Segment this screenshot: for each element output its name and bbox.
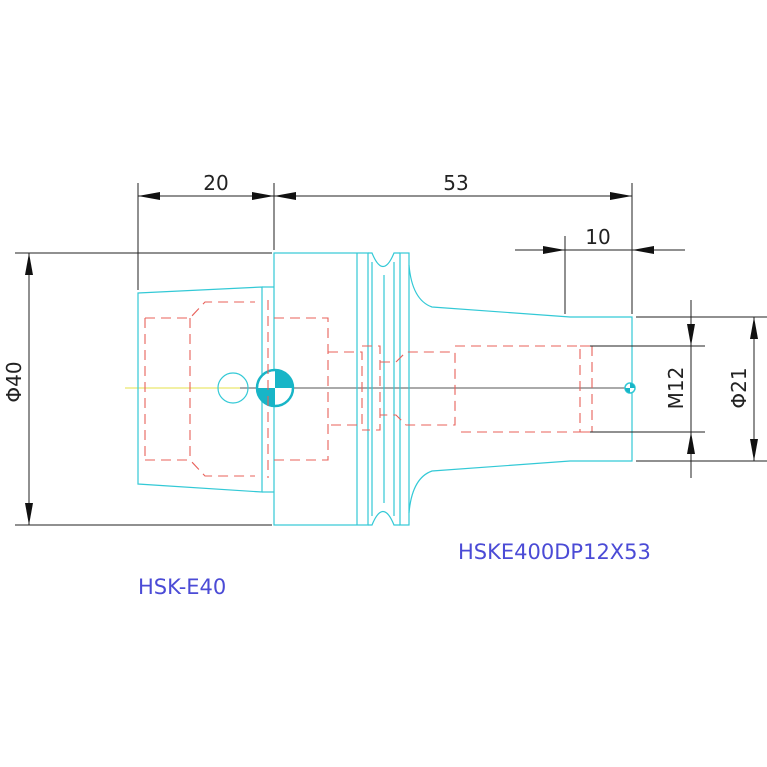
dim-thread: M12 (664, 367, 688, 410)
part-number-label: HSKE400DP12X53 (458, 540, 651, 564)
dimension-lines (15, 183, 767, 526)
datum-target-icon (255, 368, 295, 408)
dim-length-right: 10 (585, 225, 610, 249)
dimension-arrows (25, 192, 758, 525)
interface-label: HSK-E40 (138, 575, 226, 599)
dim-diameter-shank: Φ21 (727, 367, 751, 408)
part-outline (137, 252, 633, 526)
pin-hole-circle (217, 372, 249, 404)
dim-length-total: 53 (443, 171, 468, 195)
dim-length-left: 20 (203, 171, 228, 195)
dim-diameter-flange: Φ40 (2, 361, 26, 402)
